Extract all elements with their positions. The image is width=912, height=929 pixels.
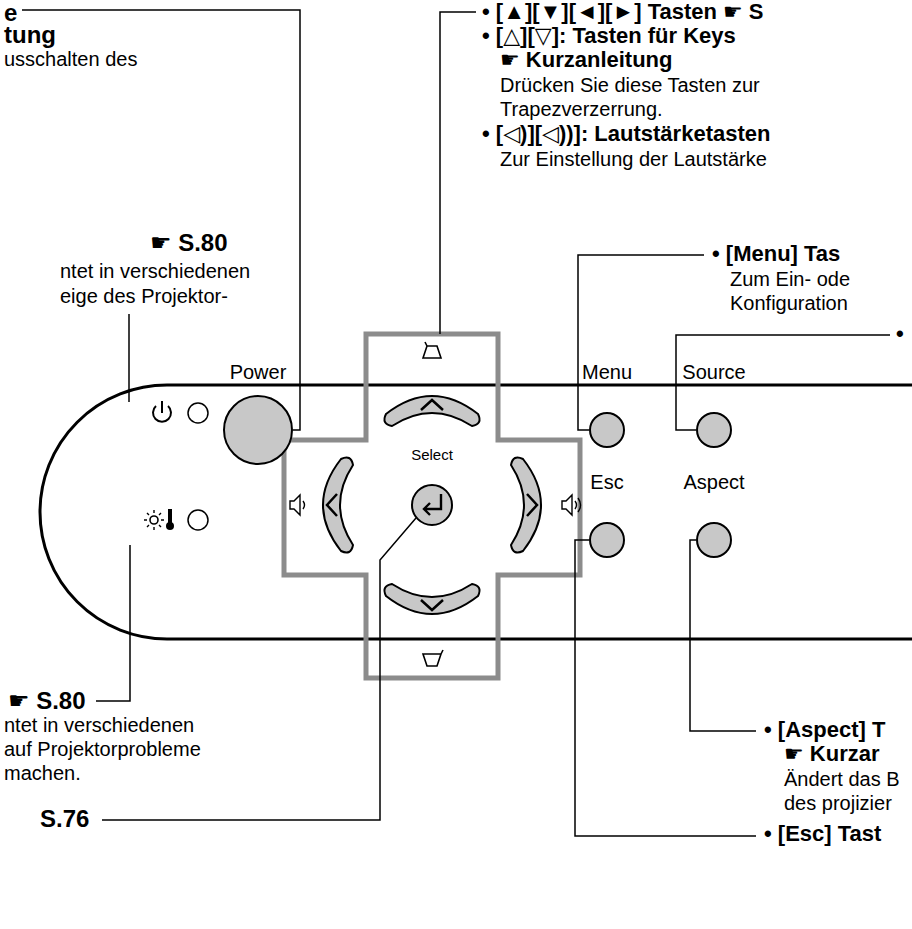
aspect-button: [697, 523, 731, 557]
callout-text: des projizier: [784, 792, 892, 814]
leader-line: [690, 540, 756, 731]
esc-button: [590, 523, 624, 557]
indicator-lamp: [188, 510, 208, 530]
callout-text: ☛ Kurzar: [784, 742, 880, 766]
leader-line: [128, 314, 130, 402]
chevron: [527, 494, 537, 516]
button-name: Aspect: [683, 470, 744, 494]
callout-text: S.76: [40, 806, 89, 832]
speaker-icon: [562, 495, 572, 515]
callout-text: Zum Ein- ode: [730, 268, 850, 290]
thermometer-symbol: [168, 509, 172, 523]
callout-text: usschalten des: [4, 48, 137, 70]
callout-text: Zur Einstellung der Lautstärke: [500, 148, 767, 170]
button-name: Power: [230, 360, 287, 384]
callout-text: eige des Projektor-: [60, 285, 228, 307]
leader-line: [22, 10, 300, 430]
callout-text: ☛ Kurzanleitung: [500, 48, 673, 72]
button-name: Select: [411, 446, 453, 464]
callout-text: Ändert das B: [784, 768, 900, 790]
button-label: Aspect: [679, 470, 748, 494]
right-key: [511, 457, 541, 552]
callout-text: • [Menu] Tas: [712, 242, 840, 266]
power-symbol: [153, 401, 171, 422]
callout-text: • [△][▽]: Tasten für Keys: [482, 24, 736, 48]
enter-arrow: [424, 494, 441, 515]
speaker-icon: [290, 495, 300, 515]
keystone-icon: [423, 650, 443, 666]
leader-lines: [22, 10, 890, 836]
callout-text: ntet in verschiedenen: [60, 260, 250, 282]
cross-pad-frame: [284, 334, 580, 678]
leader-line: [578, 255, 704, 430]
callout-text: ☛ S.80: [8, 688, 86, 714]
button-label: Select: [407, 446, 457, 464]
button-name: Esc: [590, 470, 623, 494]
leader-line: [676, 335, 890, 430]
callout-text: tung: [4, 22, 56, 48]
button-label: Power: [226, 360, 291, 384]
panel-outline: [40, 385, 912, 639]
arrow-key: [384, 396, 479, 426]
left-key: [323, 457, 353, 552]
sound-wave: [303, 501, 305, 509]
callout-text: machen.: [4, 762, 81, 784]
chevron: [327, 494, 337, 516]
button-label: Source: [678, 360, 749, 384]
leader-line: [440, 12, 476, 334]
chevron: [421, 400, 443, 410]
callout-text: ntet in verschiedenen: [4, 714, 194, 736]
leader-line: [102, 518, 416, 820]
button-label: Menu: [578, 360, 636, 384]
menu-button: [590, 413, 624, 447]
callout-text: • [Aspect] T: [764, 718, 885, 742]
keystone-icon: [423, 342, 441, 358]
chevron: [421, 600, 443, 610]
callout-text: ☛ S.80: [150, 230, 228, 256]
button-label: Esc: [586, 470, 627, 494]
source-button: [697, 413, 731, 447]
button-name: Source: [682, 360, 745, 384]
callout-text: Konfiguration: [730, 292, 848, 314]
button-name: Menu: [582, 360, 632, 384]
callout-text: Drücken Sie diese Tasten zur: [500, 74, 760, 96]
sound-wave: [575, 498, 581, 512]
leader-line: [575, 540, 756, 836]
arrow-key: [323, 457, 353, 552]
callout-text: • [◁)][◁))]: Lautstärketasten: [482, 122, 770, 146]
down-key: [384, 584, 479, 614]
indicator-lamp: [188, 403, 208, 423]
lamp-symbol: [150, 516, 158, 524]
callout-text: • [Esc] Tast: [764, 822, 881, 846]
up-key: [384, 396, 479, 426]
thermometer-bulb: [166, 522, 174, 530]
select-button: [412, 485, 452, 525]
callout-text: • [▲][▼][◄][►] Tasten ☛ S: [482, 0, 764, 24]
callout-text: Trapezverzerrung.: [500, 98, 663, 120]
callout-text: •: [896, 322, 904, 346]
lamp-rays: [144, 510, 164, 530]
power-button: [224, 396, 292, 464]
leader-line: [96, 545, 130, 701]
arrow-key: [384, 584, 479, 614]
callout-text: auf Projektorprobleme: [4, 738, 201, 760]
arrow-key: [511, 457, 541, 552]
